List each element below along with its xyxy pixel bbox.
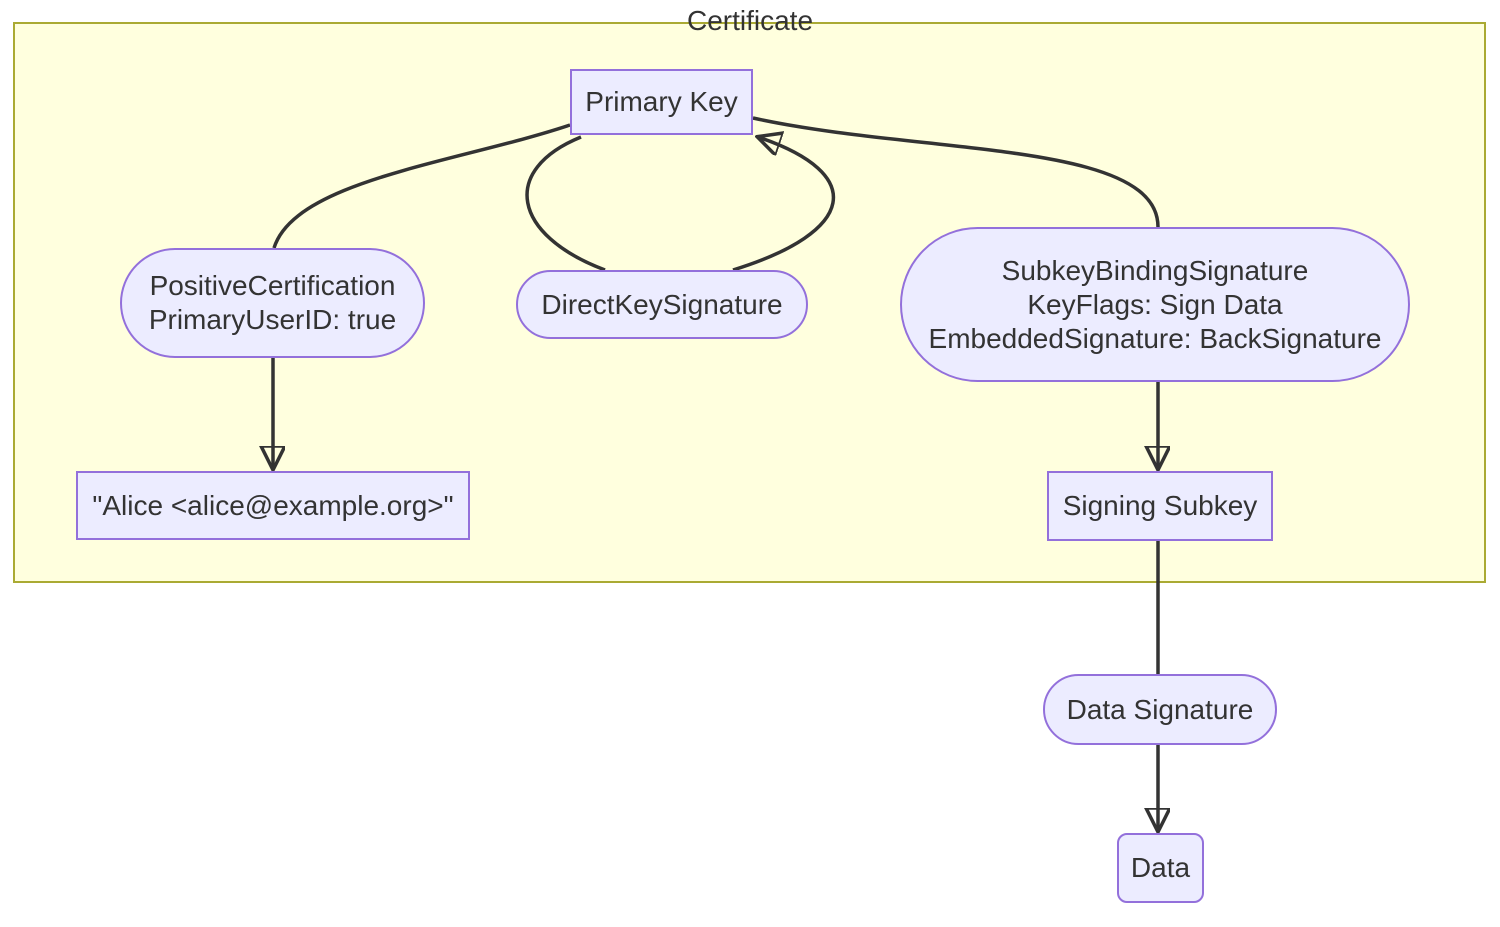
node-positive-certification: PositiveCertification PrimaryUserID: tru… xyxy=(120,248,425,358)
certificate-group-title: Certificate xyxy=(686,5,814,36)
node-user-id: "Alice <alice@example.org>" xyxy=(76,471,470,540)
edge-primarykey-to-subkeybindingsignature xyxy=(752,116,1160,228)
node-signing-subkey-label: Signing Subkey xyxy=(1062,490,1258,521)
edge-primarykey-to-positivecertification xyxy=(272,123,571,249)
node-direct-key-signature: DirectKeySignature xyxy=(516,270,808,339)
edge-primarykey-to-directkeysignature xyxy=(525,135,606,272)
node-data: Data xyxy=(1117,833,1204,903)
node-signing-subkey: Signing Subkey xyxy=(1047,471,1273,541)
node-subkey-binding-signature: SubkeyBindingSignature KeyFlags: Sign Da… xyxy=(900,227,1410,382)
node-data-signature: Data Signature xyxy=(1043,674,1277,745)
node-user-id-label: "Alice <alice@example.org>" xyxy=(92,489,454,521)
edge-directkeysignature-to-primarykey xyxy=(732,137,836,272)
node-data-signature-label: Data Signature xyxy=(1066,693,1254,725)
node-subkey-binding-signature-line3: EmbeddedSignature: BackSignature xyxy=(928,322,1382,354)
node-subkey-binding-signature-line2: KeyFlags: Sign Data xyxy=(1027,288,1283,320)
node-primary-key: Primary Key xyxy=(570,69,753,135)
node-positive-certification-line2: PrimaryUserID: true xyxy=(148,304,397,335)
node-primary-key-label: Primary Key xyxy=(585,86,738,117)
node-data-label: Data xyxy=(1130,852,1191,883)
node-subkey-binding-signature-line1: SubkeyBindingSignature xyxy=(1001,254,1309,286)
node-positive-certification-line1: PositiveCertification xyxy=(149,270,396,301)
node-direct-key-signature-label: DirectKeySignature xyxy=(541,288,783,320)
